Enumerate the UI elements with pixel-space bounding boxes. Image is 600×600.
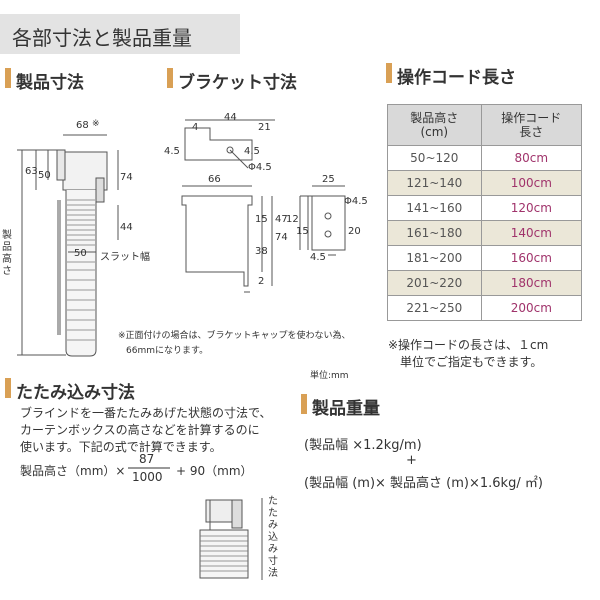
bracket-dim-15b: 15 <box>296 226 309 237</box>
bracket-dim-4-5b: 4.5 <box>244 146 260 157</box>
bracket-note-line2: 66mmになります。 <box>126 346 209 356</box>
dim-50: 50 <box>38 170 51 181</box>
bracket-dim-2: 2 <box>258 276 265 287</box>
bracket-dim-44: 44 <box>224 112 237 123</box>
section-title-product-dim: 製品寸法 <box>16 73 84 93</box>
table-header-row: 製品高さ(cm) 操作コード長さ <box>387 104 583 146</box>
fold-vertical-label: たたみ込み寸法 <box>268 496 278 579</box>
page-title-bar: 各部寸法と製品重量 <box>0 14 240 54</box>
dim-slat-50: 50 <box>74 248 87 259</box>
bracket-dim-20: 20 <box>348 226 361 237</box>
dim-63: 63 <box>25 166 38 177</box>
header-product-height: 製品高さ(cm) <box>387 104 482 146</box>
bracket-side-view <box>299 185 346 256</box>
page-title: 各部寸法と製品重量 <box>12 26 192 50</box>
section-title-weight: 製品重量 <box>312 399 380 419</box>
formula-left: 製品高さ（mm）× <box>20 464 126 478</box>
weight-plus: + <box>406 453 417 468</box>
slat-lines <box>67 199 95 341</box>
bracket-dim-4-5c: 4.5 <box>310 252 326 263</box>
bracket-dim-47: 47 <box>275 214 288 225</box>
dim-width-top: 68 <box>76 120 89 131</box>
section-title-fold-dim: たたみ込み寸法 <box>16 383 135 403</box>
bracket-dim-4-5a: 4.5 <box>164 146 180 157</box>
fold-text-line3: 使います。下記の式で計算できます。 <box>20 440 222 454</box>
section-marker <box>167 68 173 88</box>
bracket-dim-74: 74 <box>275 232 288 243</box>
bracket-top-view <box>184 119 275 169</box>
weight-line1: (製品幅 ×1.2kg/m) <box>304 438 422 453</box>
cord-note-line1: ※操作コードの長さは、１cm <box>388 338 549 352</box>
bracket-dim-38: 38 <box>255 246 268 257</box>
cord-note-line2: 単位でご指定もできます。 <box>400 355 543 369</box>
weight-line2: (製品幅 (m)× 製品高さ (m)×1.6kg/ ㎡) <box>304 476 543 491</box>
section-marker <box>386 63 392 83</box>
dim-74: 74 <box>120 172 133 183</box>
note-mark: ※ <box>92 119 100 129</box>
formula-denominator: 1000 <box>132 470 163 484</box>
bracket-dim-12: 12 <box>286 214 299 225</box>
unit-label: 単位:mm <box>310 371 349 381</box>
bracket-dim-phi-b: Φ4.5 <box>344 196 368 207</box>
section-marker <box>5 68 11 88</box>
bracket-note-line1: ※正面付けの場合は、ブラケットキャップを使わない為、 <box>118 331 351 341</box>
product-height-label: 製品高さ <box>2 230 12 277</box>
bracket-front-view <box>181 185 273 293</box>
formula-right: + 90（mm） <box>176 464 253 478</box>
formula-numerator: 87 <box>139 452 155 466</box>
fold-drawing <box>199 498 263 580</box>
fold-text-line1: ブラインドを一番たたみあげた状態の寸法で、 <box>20 406 272 420</box>
bracket-dim-21: 21 <box>258 122 271 133</box>
product-drawing <box>17 134 119 357</box>
bracket-dim-66: 66 <box>208 174 221 185</box>
bracket-dim-phi-a: Φ4.5 <box>248 162 272 173</box>
section-marker <box>5 378 11 398</box>
slat-width-label: スラット幅 <box>100 252 150 263</box>
bracket-dim-25: 25 <box>322 174 335 185</box>
section-title-cord-length: 操作コード長さ <box>397 68 516 88</box>
section-title-bracket-dim: ブラケット寸法 <box>178 73 297 93</box>
section-marker <box>301 394 307 414</box>
fold-slat-lines <box>200 535 248 572</box>
dim-44: 44 <box>120 222 133 233</box>
bracket-dim-15: 15 <box>255 214 268 225</box>
bracket-dim-4: 4 <box>192 122 199 133</box>
header-cord-length: 操作コード長さ <box>480 104 583 146</box>
fold-text-line2: カーテンボックスの高さなどを計算するのに <box>20 423 260 437</box>
